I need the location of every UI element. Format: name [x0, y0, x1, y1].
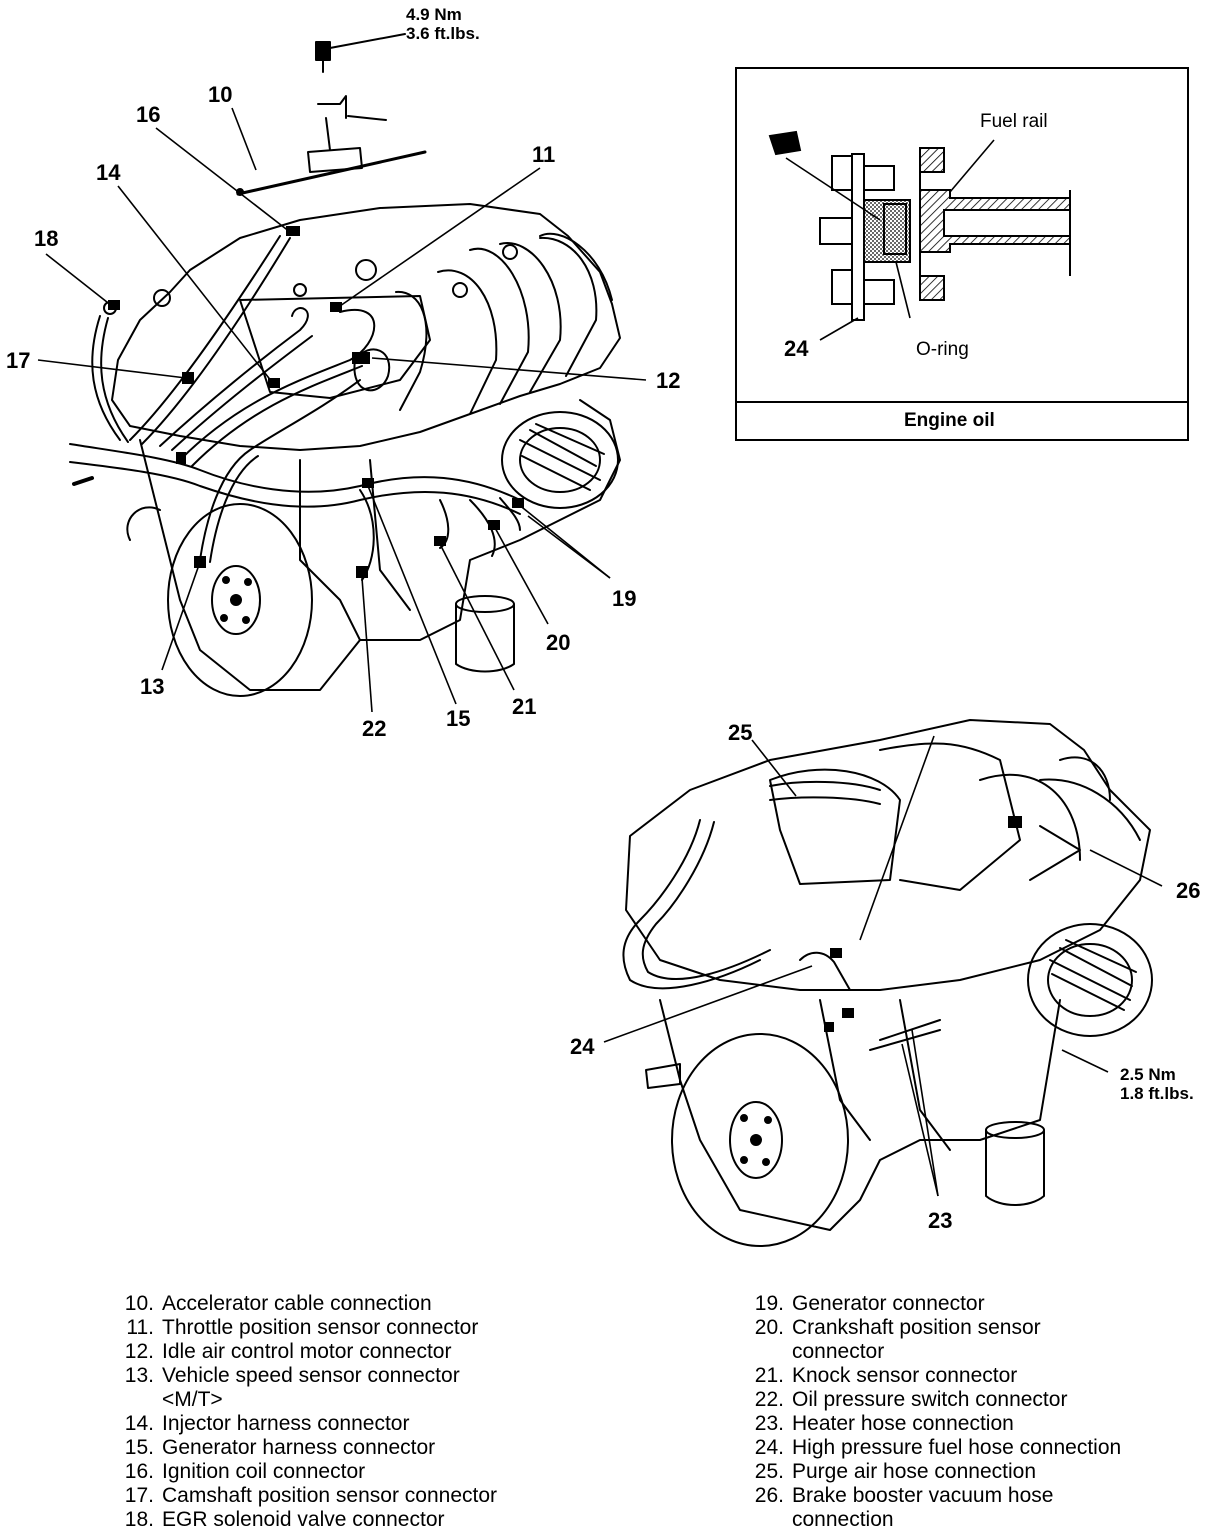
legend-item: 12.Idle air control motor connector [124, 1340, 452, 1363]
legend-item: 14.Injector harness connector [124, 1412, 410, 1435]
torque-spec-accelerator: 4.9 Nm 3.6 ft.lbs. [406, 5, 480, 43]
torque-ftlbs: 3.6 ft.lbs. [406, 23, 480, 43]
callout-10: 10 [208, 82, 233, 107]
torque-nm: 2.5 Nm [1120, 1065, 1176, 1084]
lower-engine-illustration [622, 719, 1153, 1247]
callout-18: 18 [34, 226, 59, 251]
callout-15: 15 [446, 706, 471, 731]
oil-filter-upper [455, 603, 515, 673]
oil-can-icon [768, 130, 802, 156]
callout-26: 26 [1176, 878, 1201, 903]
legend-item-continuation: connector [792, 1340, 885, 1363]
callout-16: 16 [136, 102, 161, 127]
callout-19: 19 [612, 586, 637, 611]
legend-item: 17.Camshaft position sensor connector [124, 1484, 498, 1507]
callout-17: 17 [6, 348, 31, 373]
upper-engine-illustration [69, 33, 621, 697]
legend-item: 26.Brake booster vacuum hose [754, 1484, 1054, 1507]
callout-23: 23 [928, 1208, 953, 1233]
callout-22: 22 [362, 716, 387, 741]
callout-24: 24 [570, 1034, 595, 1059]
injector-section [819, 153, 911, 321]
legend-item-continuation: connection [792, 1508, 894, 1531]
legend-item: 13.Vehicle speed sensor connector [124, 1364, 460, 1387]
fuel-rail-section [919, 147, 1071, 301]
alternator-upper [501, 411, 619, 509]
flywheel-lower [671, 1033, 849, 1247]
legend-item: 16.Ignition coil connector [124, 1460, 366, 1483]
intake-manifold [111, 203, 621, 451]
fuel-rail-label: Fuel rail [980, 111, 1048, 132]
callout-11: 11 [532, 142, 556, 167]
leader-lines-lower [603, 735, 1163, 1197]
legend-item: 23.Heater hose connection [754, 1412, 1014, 1435]
alternator-lower [1027, 923, 1153, 1037]
callout-21: 21 [512, 694, 537, 719]
legend-item: 15.Generator harness connector [124, 1436, 436, 1459]
legend-item: 18.EGR solenoid valve connector [124, 1508, 445, 1531]
legend-item: 24.High pressure fuel hose connection [754, 1436, 1122, 1459]
legend-item: 20.Crankshaft position sensor [754, 1316, 1041, 1339]
callout-13: 13 [140, 674, 165, 699]
callout-24-inset: 24 [784, 336, 809, 361]
callout-12: 12 [656, 368, 681, 393]
torque-spec-heater: 2.5 Nm 1.8 ft.lbs. [1120, 1065, 1194, 1103]
legend-item-continuation: <M/T> [162, 1388, 223, 1411]
o-ring-label: O-ring [916, 339, 969, 360]
legend-item: 10.Accelerator cable connection [124, 1292, 432, 1315]
connector-marks-upper [108, 226, 524, 578]
callout-14: 14 [96, 160, 121, 185]
legend-item: 21.Knock sensor connector [754, 1364, 1018, 1387]
legend-item: 22.Oil pressure switch connector [754, 1388, 1068, 1411]
callout-20: 20 [546, 630, 571, 655]
legend-item: 19.Generator connector [754, 1292, 985, 1315]
callout-25: 25 [728, 720, 753, 745]
legend-left: 10.Accelerator cable connection 11.Throt… [118, 1292, 497, 1532]
torque-ftlbs: 1.8 ft.lbs. [1120, 1083, 1194, 1103]
torque-nm: 4.9 Nm [406, 5, 462, 24]
leader-lines-upper [37, 107, 647, 713]
flywheel-upper [167, 503, 313, 697]
oil-filter-lower [985, 1129, 1045, 1206]
fuel-rail-inset-box [735, 67, 1189, 441]
legend-item: 25.Purge air hose connection [754, 1460, 1036, 1483]
legend-right: 19.Generator connector 20.Crankshaft pos… [748, 1292, 1121, 1532]
wiring-harness-upper [69, 235, 521, 581]
legend-item: 11.Throttle position sensor connector [126, 1316, 479, 1339]
engine-oil-caption: Engine oil [904, 410, 995, 431]
accelerator-bracket [236, 33, 427, 196]
